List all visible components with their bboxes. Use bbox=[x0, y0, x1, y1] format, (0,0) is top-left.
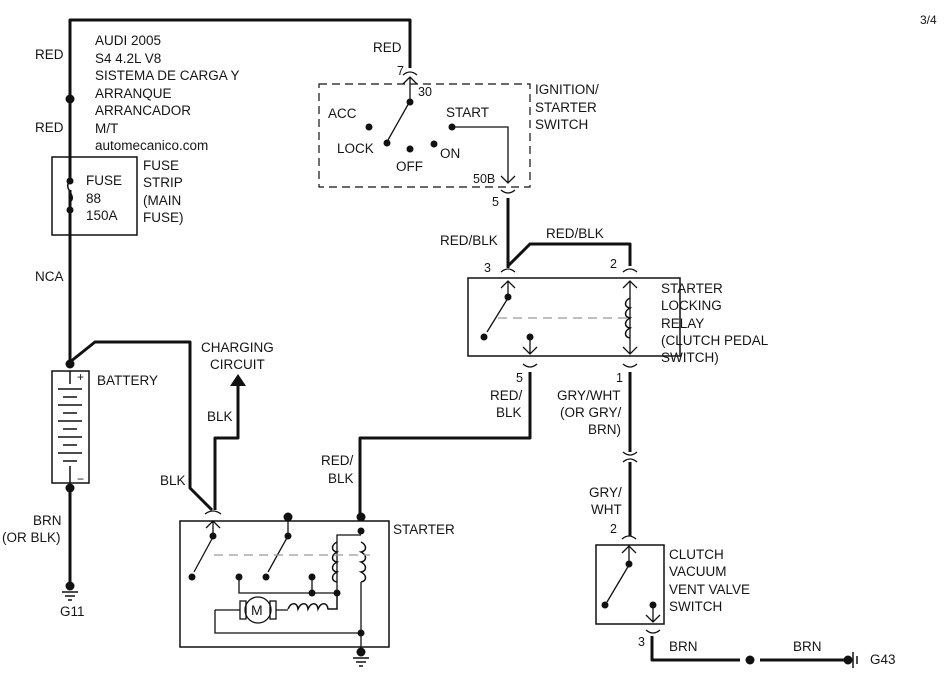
relay-label-3: RELAY bbox=[661, 316, 705, 331]
clutch-label-4: SWITCH bbox=[669, 599, 723, 614]
terminal-50b: 50B bbox=[473, 172, 496, 186]
title-line: SISTEMA DE CARGA Y bbox=[95, 68, 240, 83]
relay-label-2: LOCKING bbox=[661, 298, 722, 313]
fuse-strip-label-1: FUSE bbox=[143, 158, 180, 173]
wire-label-gry-wht-3: BRN) bbox=[588, 422, 621, 437]
clutch-label-3: VENT VALVE bbox=[669, 582, 751, 597]
fuse-rating: 150A bbox=[86, 208, 118, 223]
position-start: START bbox=[446, 105, 490, 120]
position-lock: LOCK bbox=[337, 141, 374, 156]
relay-pin-3: 3 bbox=[484, 261, 491, 275]
fuse-number: 88 bbox=[86, 191, 102, 206]
splice-battery-pos bbox=[65, 359, 75, 369]
splice-battery-neg bbox=[65, 483, 75, 493]
title-line: ARRANQUE bbox=[95, 85, 172, 101]
terminal-30: 30 bbox=[418, 85, 432, 99]
starter-box bbox=[179, 520, 390, 648]
splice-red bbox=[65, 94, 75, 104]
wire-label-blk-charging: BLK bbox=[207, 409, 233, 424]
fuse-strip-label-3: (MAIN bbox=[143, 193, 182, 208]
ignition-label-1: IGNITION/ bbox=[535, 82, 599, 97]
motor-label: M bbox=[251, 602, 263, 618]
title-line: M/T bbox=[95, 120, 119, 136]
relay-label-1: STARTER bbox=[661, 281, 723, 296]
wire-label-gry-wht-clutch-1: GRY/ bbox=[589, 485, 622, 500]
wire-label-relay-out-1: RED/ bbox=[490, 388, 523, 403]
fuse-strip-label-2: STRIP bbox=[143, 175, 183, 190]
splice-brn bbox=[745, 655, 755, 665]
ignition-switch-box bbox=[318, 83, 531, 188]
charging-label-1: CHARGING bbox=[201, 340, 274, 355]
charging-label-2: CIRCUIT bbox=[210, 357, 265, 372]
relay-label-4: (CLUTCH PEDAL bbox=[661, 333, 769, 348]
ground-g11-label: G11 bbox=[60, 604, 85, 619]
wire-label-gry-wht-clutch-2: WHT bbox=[591, 502, 622, 517]
position-on: ON bbox=[440, 146, 461, 161]
wire-blk-charging bbox=[213, 382, 240, 510]
wire-label-starter-in-2: BLK bbox=[328, 471, 354, 486]
wire-label-relay-out-2: BLK bbox=[496, 405, 522, 420]
ground-g11-dot bbox=[65, 581, 75, 591]
title-line: S4 4.2L V8 bbox=[95, 50, 162, 66]
clutch-label-2: VACUUM bbox=[669, 564, 727, 579]
wire-blk-battery-starter bbox=[69, 340, 214, 512]
position-acc: ACC bbox=[328, 106, 357, 121]
relay-box bbox=[467, 277, 681, 357]
title-block: AUDI 2005 S4 4.2L V8 SISTEMA DE CARGA Y … bbox=[95, 32, 240, 155]
battery-label: BATTERY bbox=[97, 373, 159, 388]
wire-label-brn-left: BRN bbox=[669, 639, 698, 654]
ignition-label-3: SWITCH bbox=[535, 117, 589, 132]
fuse-label: FUSE bbox=[86, 173, 123, 188]
wire-label-blk-starter: BLK bbox=[160, 473, 186, 488]
ground-g11-symbol bbox=[62, 591, 78, 601]
wire-label-brn-right: BRN bbox=[793, 639, 822, 654]
fuse-strip-label-4: FUSE) bbox=[143, 210, 184, 225]
relay-label-5: SWITCH) bbox=[661, 350, 719, 365]
wire-label-red-top: RED bbox=[35, 47, 64, 62]
wire-label-red-switch: RED bbox=[373, 40, 402, 55]
wire-red-blk-relay-starter bbox=[358, 372, 532, 516]
charging-arrow bbox=[230, 374, 246, 386]
battery-plus: + bbox=[77, 370, 85, 384]
title-line: ARRANCADOR bbox=[95, 103, 192, 118]
relay-pin-2: 2 bbox=[610, 257, 617, 271]
ground-g43-label: G43 bbox=[870, 652, 896, 667]
wire-label-nca: NCA bbox=[35, 269, 64, 284]
position-off: OFF bbox=[396, 159, 423, 174]
clutch-switch-box bbox=[595, 544, 665, 625]
wire-label-red-blk-5: RED/BLK bbox=[440, 233, 498, 248]
wire-red-blk-bridge bbox=[506, 242, 632, 268]
ground-g43-symbol bbox=[852, 652, 858, 668]
title-line: automecanico.com bbox=[95, 138, 209, 153]
wire-label-starter-in-1: RED/ bbox=[321, 453, 354, 468]
starter-label: STARTER bbox=[393, 522, 455, 537]
wire-label-brn-1: BRN bbox=[33, 513, 62, 528]
battery-minus: − bbox=[77, 472, 85, 486]
page-number: 3/4 bbox=[920, 13, 937, 27]
ignition-label-2: STARTER bbox=[535, 100, 597, 115]
starter-ground-symbol bbox=[353, 657, 369, 667]
wire-label-gry-wht-2: (OR GRY/ bbox=[560, 405, 622, 420]
wire-label-brn-2: (OR BLK) bbox=[2, 530, 61, 545]
wire-brn-g43 bbox=[650, 636, 845, 662]
clutch-pin-2: 2 bbox=[610, 522, 617, 536]
pin-5-ignition: 5 bbox=[492, 195, 499, 209]
relay-pin-5: 5 bbox=[516, 371, 523, 385]
battery-symbol bbox=[51, 370, 90, 484]
title-line: AUDI 2005 bbox=[95, 33, 162, 48]
pin-7: 7 bbox=[397, 64, 404, 78]
relay-pin-1: 1 bbox=[616, 371, 623, 385]
wire-label-red-lower: RED bbox=[35, 120, 64, 135]
fuse-strip bbox=[51, 156, 138, 236]
ground-g43-dot bbox=[843, 655, 853, 665]
clutch-pin-3: 3 bbox=[638, 635, 645, 649]
wire-label-gry-wht-1: GRY/WHT bbox=[557, 388, 621, 403]
clutch-label-1: CLUTCH bbox=[669, 547, 724, 562]
wire-label-red-blk-bridge: RED/BLK bbox=[546, 226, 604, 241]
